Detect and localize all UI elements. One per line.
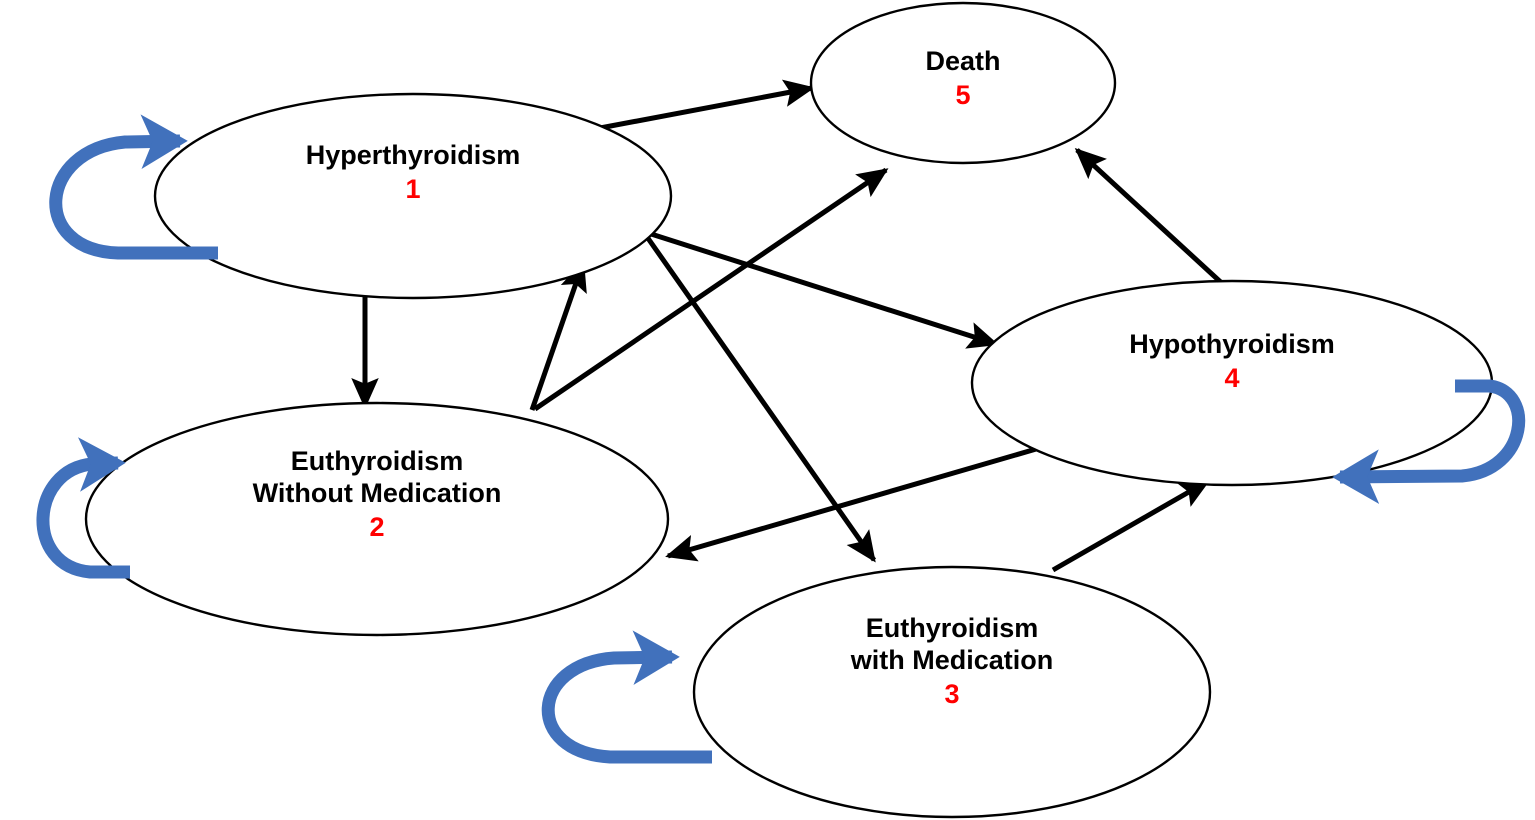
node-hyperthyroidism-ellipse[interactable] [153,92,673,300]
edge-euthyroidism-without-medication-to-hyperthyroidism [529,260,587,411]
self-loop-euthyroidism-with-medication[interactable] [541,630,712,764]
node-euthyroidism-with-medication-ellipse[interactable] [692,565,1212,819]
node-hypothyroidism-ellipse[interactable] [970,279,1494,487]
edge-euthyroidism-without-medication-to-euthyroidism-with-medication [642,232,877,563]
node-shape-layer [84,1,1494,819]
self-loop-hyperthyroidism[interactable] [49,114,218,260]
edge-layer [351,79,1228,573]
edge-euthyroidism-with-medication-to-hypothyroidism [1051,478,1211,573]
self-loop-hypothyroidism[interactable] [1332,379,1526,504]
edge-hypothyroidism-to-euthyroidism-without-medication [665,444,1044,562]
node-death-ellipse[interactable] [809,1,1117,165]
self-loop-euthyroidism-without-medication[interactable] [36,437,130,579]
node-euthyroidism-without-medication-ellipse[interactable] [84,401,670,637]
edge-hyperthyroidism-to-death [599,79,815,131]
self-loop-layer [36,114,1526,764]
edge-hypothyroidism-to-death [1074,147,1228,289]
edge-euthyroidism-without-medication-to-death [533,167,889,412]
edge-hyperthyroidism-to-hypothyroidism [647,230,999,349]
